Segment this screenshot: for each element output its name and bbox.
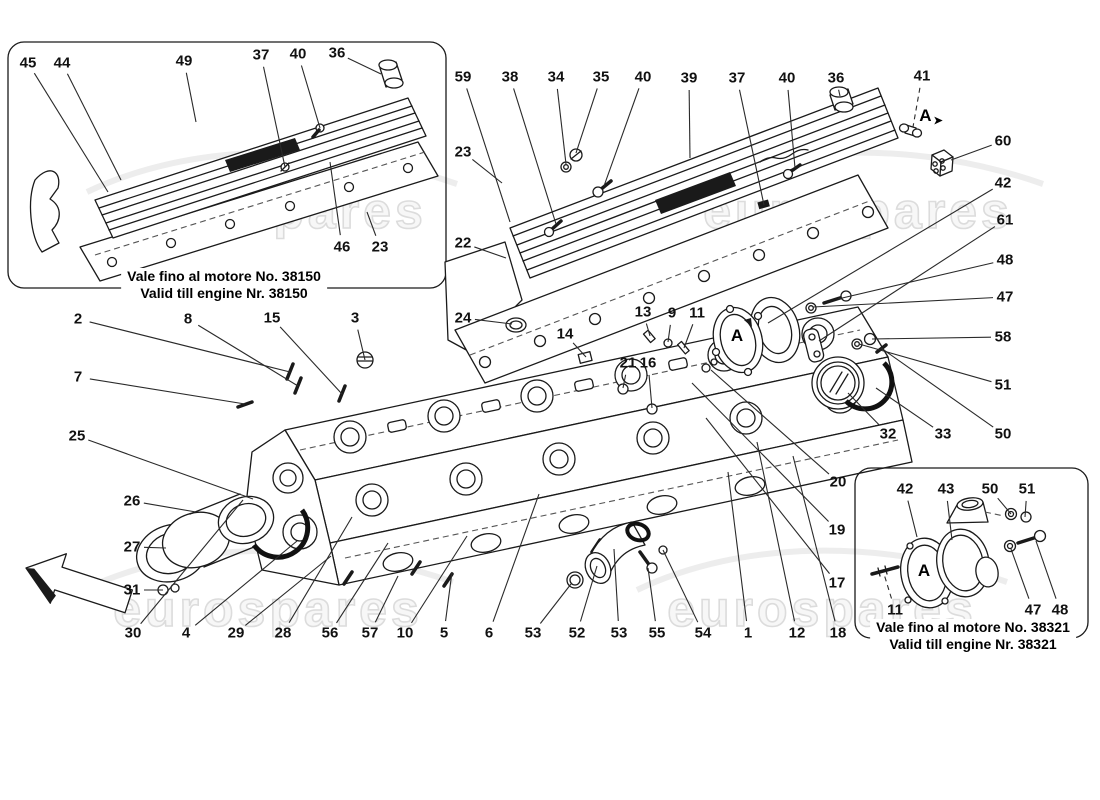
inset2-water-pump-art (854, 467, 1089, 639)
leader-line (288, 516, 353, 623)
leader-line (89, 378, 246, 405)
leader-line (572, 342, 587, 358)
leader-line (300, 65, 321, 129)
leader-line (883, 573, 893, 599)
leader-line (727, 471, 748, 622)
leader-line (445, 571, 453, 622)
leader-line (812, 297, 994, 308)
leader-line (472, 159, 503, 184)
leader-line (756, 441, 796, 622)
leader-line (336, 542, 389, 624)
leader-line (143, 502, 197, 513)
leader-line (837, 262, 994, 300)
main-valve-cover-art (444, 86, 954, 384)
leader-line (946, 500, 953, 541)
leader-line (366, 211, 377, 236)
leader-line (847, 392, 881, 426)
leader-line (792, 455, 836, 622)
leader-line (492, 493, 540, 622)
leader-line (871, 336, 992, 340)
leader-line (357, 329, 366, 361)
leader-line (374, 575, 399, 623)
leader-line (738, 89, 765, 206)
leader-line (683, 324, 694, 349)
leader-line (466, 88, 511, 223)
leader-line (329, 161, 341, 236)
leader-line (818, 226, 996, 342)
leader-line (556, 88, 567, 165)
leader-line (185, 72, 197, 123)
leader-line (603, 88, 640, 187)
leader-line (880, 347, 994, 428)
leader-line (858, 343, 992, 383)
leader-line (579, 565, 598, 622)
leader-line (648, 374, 653, 409)
leader-line (838, 89, 841, 97)
leader-line (912, 87, 921, 128)
leader-line (907, 500, 918, 538)
leader-line (613, 548, 619, 622)
leader-line (622, 374, 627, 389)
leader-line (89, 321, 291, 373)
leader-line (474, 246, 507, 259)
leader-line (997, 497, 1012, 515)
leader-line (262, 66, 286, 168)
leader-line (244, 555, 332, 626)
leader-line (645, 323, 651, 337)
leader-line (662, 549, 699, 623)
inset1-valve-cover-art (7, 41, 447, 289)
leader-lines-layer (33, 57, 1057, 626)
leader-line (140, 499, 244, 625)
leader-line (539, 583, 572, 624)
leader-line (1010, 548, 1030, 599)
leader-line (279, 326, 343, 395)
leader-line (950, 144, 992, 161)
end-cover-art (711, 290, 895, 412)
leader-line (767, 188, 993, 324)
leader-line (710, 369, 830, 475)
leader-line (667, 324, 671, 343)
leader-line (347, 57, 382, 75)
leader-line (1024, 500, 1027, 518)
leader-line (787, 89, 796, 169)
leader-line (474, 318, 513, 325)
leader-line (575, 88, 598, 154)
leader-line (66, 73, 122, 181)
leader-line (691, 382, 829, 522)
leader-line (88, 439, 254, 500)
leader-line (194, 540, 298, 626)
leader-line (513, 88, 557, 225)
leader-line (875, 387, 934, 428)
leader-line (647, 567, 656, 622)
leader-line (1035, 540, 1057, 599)
cylinder-head-art (245, 306, 913, 588)
intake-sleeve-art (25, 493, 311, 614)
leader-line (688, 89, 691, 159)
leader-line (410, 535, 468, 624)
leader-line (33, 72, 109, 193)
leader-line (197, 324, 299, 387)
leader-line (143, 546, 167, 549)
